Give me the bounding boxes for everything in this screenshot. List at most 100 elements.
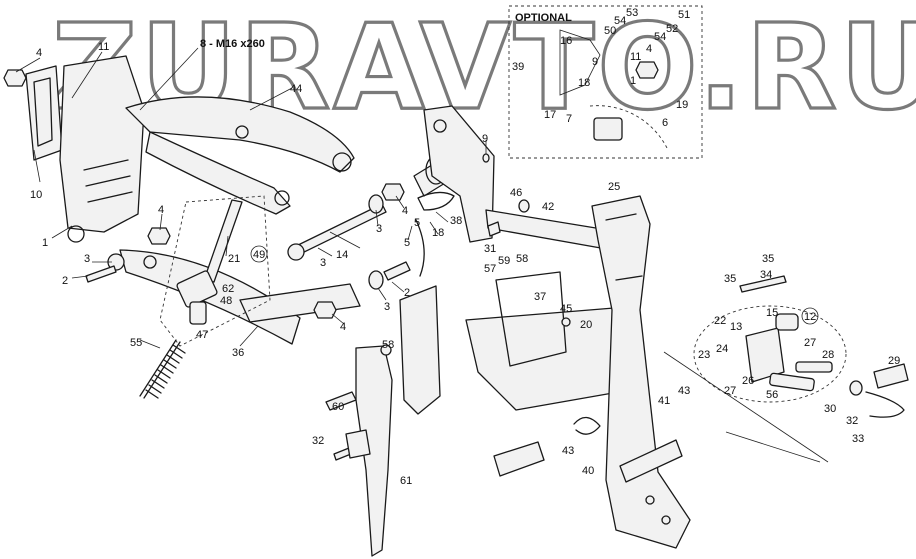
arm-bore-lower bbox=[274, 190, 290, 206]
callout-18b: 18 bbox=[578, 77, 590, 89]
central-plate bbox=[423, 105, 495, 243]
callout-14: 14 bbox=[336, 249, 348, 261]
callout-39: 39 bbox=[512, 61, 524, 73]
callouts: 4 11 8 - M16 x260 44 10 1 2 3 4 21 62 48… bbox=[30, 7, 900, 487]
circled-49-ring bbox=[250, 245, 268, 263]
callout-16: 16 bbox=[560, 35, 572, 47]
callout-40: 40 bbox=[582, 465, 594, 477]
callout-58a: 58 bbox=[516, 253, 528, 265]
callout-17: 17 bbox=[544, 109, 556, 121]
fasteners bbox=[3, 61, 659, 356]
callout-44: 44 bbox=[290, 83, 302, 95]
callout-54b: 54 bbox=[654, 31, 666, 43]
callout-20: 20 bbox=[580, 319, 592, 331]
callout-60: 60 bbox=[332, 401, 344, 413]
bolt-2a bbox=[85, 265, 117, 283]
long-arm-44-lower bbox=[145, 131, 291, 215]
washer-3c bbox=[368, 270, 384, 290]
callout-36: 36 bbox=[232, 347, 244, 359]
callout-4d: 4 bbox=[340, 321, 346, 333]
ram-group-box bbox=[159, 195, 271, 347]
callout-38: 38 bbox=[450, 215, 462, 227]
callout-23: 23 bbox=[698, 349, 710, 361]
callout-34: 34 bbox=[760, 269, 772, 281]
callout-5b: 5 bbox=[404, 237, 410, 249]
bolt-60 bbox=[325, 391, 357, 411]
callout-13: 13 bbox=[730, 321, 742, 333]
callout-25: 25 bbox=[608, 181, 620, 193]
callout-2b: 2 bbox=[404, 287, 410, 299]
pin-34 bbox=[739, 275, 787, 293]
callout-4c: 4 bbox=[402, 205, 408, 217]
upright-hole-a bbox=[645, 495, 655, 505]
clip-33 bbox=[865, 391, 905, 418]
circled-12-ring bbox=[801, 307, 819, 325]
ram-sleeve-48 bbox=[189, 301, 207, 325]
callout-19: 19 bbox=[676, 99, 688, 111]
callout-33: 33 bbox=[852, 433, 864, 445]
optional-disc-outline bbox=[589, 105, 669, 151]
callout-2a: 2 bbox=[62, 275, 68, 287]
long-arm-44 bbox=[125, 96, 355, 173]
callout-29: 29 bbox=[888, 355, 900, 367]
callout-4e: 4 bbox=[646, 43, 652, 55]
callout-28: 28 bbox=[822, 349, 834, 361]
spring-55-coils bbox=[145, 344, 186, 399]
guide-line-2 bbox=[725, 431, 821, 463]
callout-62: 62 bbox=[222, 283, 234, 295]
callout-11: 11 bbox=[98, 41, 109, 53]
callout-9b: 9 bbox=[592, 56, 598, 68]
bush-15 bbox=[775, 313, 799, 331]
callout-43a: 43 bbox=[562, 445, 574, 457]
nut-46 bbox=[518, 199, 530, 213]
callout-57: 57 bbox=[484, 263, 496, 275]
callout-27a: 27 bbox=[804, 337, 816, 349]
callout-1b: 1 bbox=[630, 75, 636, 87]
callout-47: 47 bbox=[196, 329, 208, 341]
callout-54a: 54 bbox=[614, 15, 626, 27]
callout-32b: 32 bbox=[846, 415, 858, 427]
callout-32a: 32 bbox=[312, 435, 324, 447]
arm-bore bbox=[332, 152, 352, 172]
optional-plate bbox=[559, 29, 601, 96]
optional-kit-box bbox=[508, 5, 703, 159]
lower-leg-61 bbox=[355, 345, 393, 557]
lever-link bbox=[493, 441, 545, 477]
nut-4d bbox=[381, 183, 405, 201]
callout-3a: 3 bbox=[84, 253, 90, 265]
nut-4a bbox=[3, 69, 27, 87]
callout-43b: 43 bbox=[678, 385, 690, 397]
callout-51: 51 bbox=[678, 9, 690, 21]
callout-49: 49 bbox=[253, 249, 265, 261]
callout-3c: 3 bbox=[376, 223, 382, 235]
casting-ribs bbox=[83, 159, 133, 203]
guide-line bbox=[663, 351, 829, 463]
callout-22: 22 bbox=[714, 315, 726, 327]
callout-41: 41 bbox=[658, 395, 670, 407]
nut-4c bbox=[313, 301, 337, 319]
callout-56: 56 bbox=[766, 389, 778, 401]
nut-4e bbox=[635, 61, 659, 79]
callout-27b: 27 bbox=[724, 385, 736, 397]
callout-30: 30 bbox=[824, 403, 836, 415]
spring-43 bbox=[573, 416, 601, 435]
callout-4: 4 bbox=[36, 47, 42, 59]
callout-3b: 3 bbox=[320, 257, 326, 269]
callout-58b: 58 bbox=[382, 339, 394, 351]
upright-hole-b bbox=[661, 515, 671, 525]
upright-details bbox=[605, 213, 643, 281]
callout-31: 31 bbox=[484, 243, 496, 255]
pin-56 bbox=[769, 372, 815, 392]
bolt-spec-label: 8 - M16 x260 bbox=[200, 38, 265, 50]
nut-58 bbox=[380, 344, 392, 356]
callout-50: 50 bbox=[604, 25, 616, 37]
main-casting-1 bbox=[59, 55, 145, 233]
casting-hole bbox=[67, 225, 85, 243]
callout-15: 15 bbox=[766, 307, 778, 319]
nut-9 bbox=[482, 153, 490, 163]
ram-block-62 bbox=[176, 270, 218, 308]
callout-3d: 3 bbox=[384, 301, 390, 313]
upright-frame-25 bbox=[591, 195, 691, 549]
callout-45: 45 bbox=[560, 303, 572, 315]
